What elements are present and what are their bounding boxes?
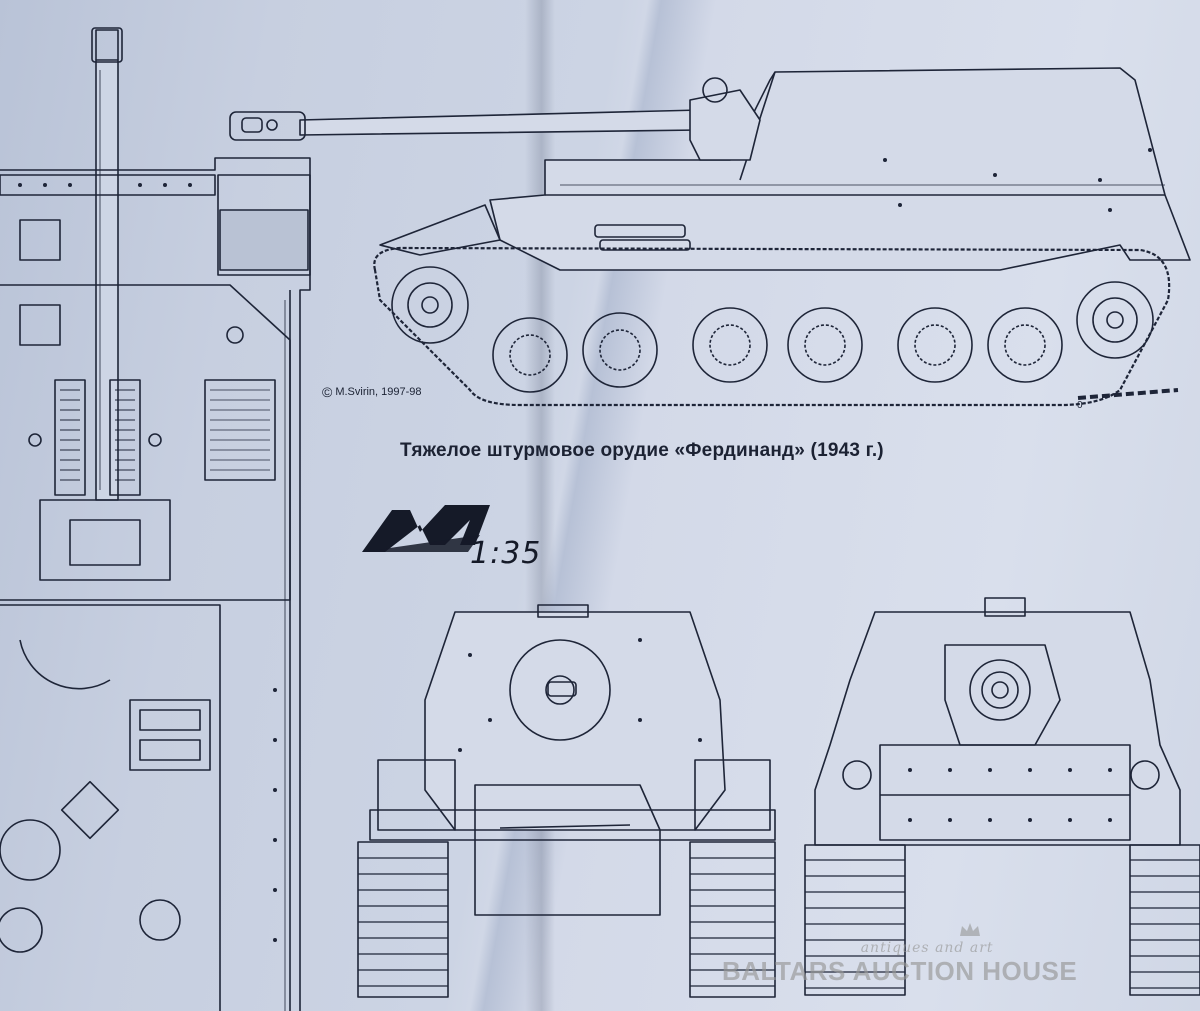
copyright-text: M.Svirin, 1997-98 xyxy=(335,386,422,398)
top-view-hull xyxy=(0,27,311,1011)
auction-watermark: antiques and art BALTARS AUCTION HOUSE xyxy=(722,923,1078,987)
m-hobby-logo xyxy=(362,505,490,552)
watermark-name: BALTARS AUCTION HOUSE xyxy=(722,956,1078,986)
scale-bar-zero: 0 xyxy=(1077,400,1083,411)
scale-label: 1:35 xyxy=(470,536,542,571)
front-view-vehicle xyxy=(804,597,1200,996)
rear-view-vehicle xyxy=(357,604,776,998)
copyright-note: © M.Svirin, 1997-98 xyxy=(322,384,422,400)
figure-caption: Тяжелое штурмовое орудие «Фердинанд» (19… xyxy=(400,440,884,461)
copyright-symbol: © xyxy=(322,384,333,400)
crown-icon xyxy=(960,923,980,936)
watermark-tagline: antiques and art xyxy=(860,940,994,956)
side-view-vehicle xyxy=(229,67,1191,407)
